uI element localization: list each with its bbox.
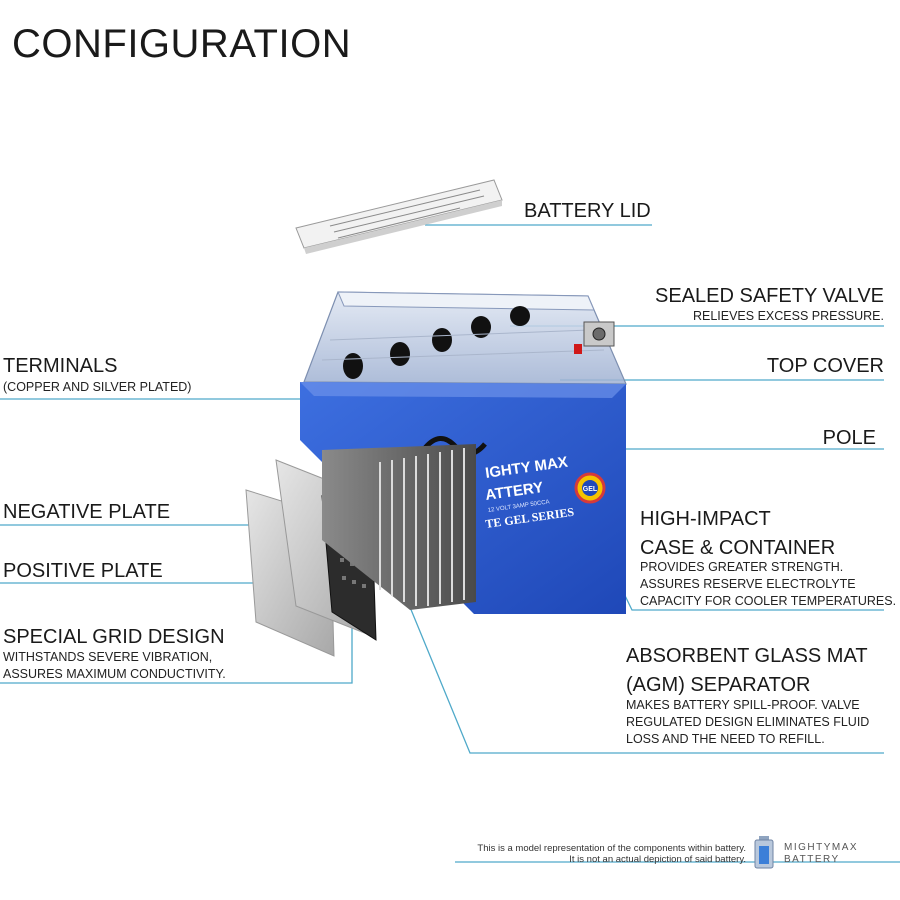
label-sealed-safety-valve: SEALED SAFETY VALVE — [655, 285, 884, 307]
label-pole: POLE — [822, 427, 876, 449]
label-agm-2: (AGM) SEPARATOR — [626, 674, 811, 696]
sub-sealed-safety-valve: RELIEVES EXCESS PRESSURE. — [692, 309, 884, 323]
label-high-impact-2: CASE & CONTAINER — [640, 537, 836, 559]
footer-brand-2: BATTERY — [784, 854, 840, 865]
sub-special-grid-2: ASSURES MAXIMUM CONDUCTIVITY. — [3, 667, 226, 681]
sub-agm-2: REGULATED DESIGN ELIMINATES FLUID — [626, 715, 870, 729]
top-cover — [303, 291, 627, 385]
footer-disclaimer-1: This is a model representation of the co… — [477, 843, 746, 854]
sub-agm-3: LOSS AND THE NEED TO REFILL. — [626, 732, 825, 746]
sub-high-impact-1: PROVIDES GREATER STRENGTH. — [640, 560, 844, 574]
label-terminals: TERMINALS — [3, 355, 118, 377]
label-special-grid: SPECIAL GRID DESIGN — [3, 626, 225, 648]
sub-high-impact-3: CAPACITY FOR COOLER TEMPERATURES. — [640, 594, 897, 608]
label-positive-plate: POSITIVE PLATE — [3, 560, 163, 582]
footer-disclaimer-2: It is not an actual depiction of said ba… — [569, 854, 746, 865]
sub-high-impact-2: ASSURES RESERVE ELECTROLYTE — [640, 577, 856, 591]
svg-text:GEL: GEL — [583, 486, 598, 493]
battery-logo-icon — [754, 836, 774, 869]
sub-agm-1: MAKES BATTERY SPILL-PROOF. VALVE — [626, 698, 860, 712]
gel-badge: GEL — [574, 472, 606, 504]
sub-special-grid-1: WITHSTANDS SEVERE VIBRATION, — [3, 650, 213, 664]
label-negative-plate: NEGATIVE PLATE — [3, 501, 171, 523]
label-high-impact-1: HIGH-IMPACT — [640, 508, 771, 530]
battery-lid — [295, 179, 503, 254]
sub-terminals: (COPPER AND SILVER PLATED) — [3, 380, 192, 394]
label-battery-lid: BATTERY LID — [524, 200, 651, 222]
page-title: CONFIGURATION — [12, 22, 352, 66]
footer-brand-1: MIGHTYMAX — [784, 842, 859, 853]
label-agm-1: ABSORBENT GLASS MAT — [626, 645, 868, 667]
label-top-cover: TOP COVER — [766, 355, 884, 377]
plate-stack — [322, 444, 476, 610]
